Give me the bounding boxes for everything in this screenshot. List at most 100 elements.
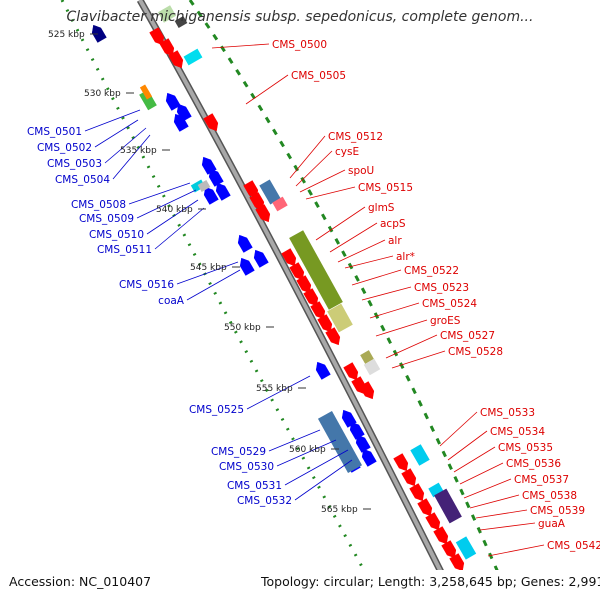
reverse-gene-label[interactable]: CMS_0532 — [237, 495, 292, 507]
forward-label-leader — [385, 334, 438, 359]
feature-block — [139, 84, 153, 100]
kbp-tick-label: 545 kbp — [190, 263, 227, 273]
forward-gene-label[interactable]: CMS_0528 — [448, 346, 503, 358]
reverse-gene-label[interactable]: CMS_0509 — [79, 213, 134, 225]
forward-label-leader — [299, 169, 346, 193]
feature-arrow — [208, 168, 224, 187]
accession-text: Accession: NC_010407 — [9, 574, 151, 589]
forward-gene-label[interactable]: CMS_0500 — [272, 39, 327, 51]
kbp-tick-label: 525 kbp — [48, 30, 85, 40]
forward-gene-label[interactable]: CMS_0505 — [291, 70, 346, 82]
reverse-gene-label[interactable]: CMS_0529 — [211, 446, 266, 458]
reverse-gene-label[interactable]: CMS_0508 — [71, 199, 126, 211]
feature-arrow — [315, 361, 331, 380]
forward-gene-label[interactable]: guaA — [538, 518, 566, 530]
feature-block — [157, 5, 177, 23]
reverse-gene-label[interactable]: CMS_0531 — [227, 480, 282, 492]
forward-label-leader — [211, 43, 270, 49]
forward-gene-label[interactable]: CMS_0539 — [530, 505, 585, 517]
feature-arrow — [215, 182, 231, 201]
feature-block — [455, 536, 477, 560]
forward-label-leader — [375, 319, 428, 337]
reverse-gene-label[interactable]: CMS_0501 — [27, 126, 82, 138]
forward-gene-label[interactable]: groES — [430, 315, 461, 327]
feature-arrow — [325, 327, 341, 346]
forward-gene-label[interactable]: CMS_0542 — [547, 540, 600, 552]
reverse-gene-label[interactable]: CMS_0510 — [89, 229, 144, 241]
feature-block — [363, 358, 381, 376]
forward-label-leader — [475, 509, 528, 519]
forward-label-leader — [351, 269, 402, 286]
reverse-gene-label[interactable]: CMS_0502 — [37, 142, 92, 154]
footer-background — [0, 570, 600, 600]
forward-gene-label[interactable]: CMS_0515 — [358, 182, 413, 194]
reverse-label-leader — [146, 199, 199, 235]
feature-arrow — [425, 512, 441, 531]
forward-label-leader — [463, 478, 512, 499]
feature-arrow — [303, 288, 319, 307]
forward-label-leader — [391, 350, 446, 369]
reverse-gene-label[interactable]: CMS_0516 — [119, 279, 174, 291]
map-title: Clavibacter michiganensis subsp. sepedon… — [67, 9, 534, 25]
forward-gene-label[interactable]: alr* — [396, 251, 415, 263]
forward-gene-label[interactable]: CMS_0536 — [506, 458, 561, 470]
gene-labels[interactable]: CMS_0501CMS_0502CMS_0503CMS_0504CMS_0508… — [27, 39, 600, 552]
reverse-label-leader — [154, 207, 205, 250]
feature-arrow — [433, 526, 449, 545]
feature-block — [197, 180, 211, 192]
feature-block — [139, 89, 157, 111]
forward-gene-label[interactable]: CMS_0523 — [414, 282, 469, 294]
feature-arrow — [149, 27, 165, 46]
reverse-label-leader — [186, 269, 241, 301]
feature-arrow — [310, 301, 326, 320]
feature-arrow — [255, 204, 271, 223]
forward-label-leader — [245, 74, 289, 105]
feature-block — [410, 444, 430, 466]
feature-arrow — [253, 249, 269, 268]
reverse-label-leader — [104, 127, 147, 164]
feature-arrow — [173, 113, 189, 132]
feature-arrow — [349, 421, 365, 440]
reverse-gene-label[interactable]: CMS_0525 — [189, 404, 244, 416]
forward-gene-label[interactable]: alr — [388, 235, 402, 247]
forward-gene-label[interactable]: spoU — [348, 165, 374, 177]
forward-gene-label[interactable]: CMS_0524 — [422, 298, 477, 310]
reverse-gene-label[interactable]: coaA — [158, 295, 185, 307]
reverse-gene-label[interactable]: CMS_0530 — [219, 461, 274, 473]
backbone-core — [138, 0, 457, 600]
reverse-label-leader — [268, 429, 321, 452]
reverse-label-leader — [84, 109, 141, 132]
reverse-label-leader — [294, 459, 353, 501]
forward-gene-label[interactable]: CMS_0522 — [404, 265, 459, 277]
forward-label-leader — [361, 286, 412, 301]
forward-gene-label[interactable]: CMS_0534 — [490, 426, 545, 438]
genome-backbone — [136, 0, 459, 600]
forward-gene-label[interactable]: CMS_0535 — [498, 442, 553, 454]
reverse-gene-label[interactable]: CMS_0511 — [97, 244, 152, 256]
reverse-gene-label[interactable]: CMS_0503 — [47, 158, 102, 170]
feature-arrow — [203, 186, 219, 205]
forward-gene-label[interactable]: CMS_0527 — [440, 330, 495, 342]
forward-gene-label[interactable]: CMS_0512 — [328, 131, 383, 143]
forward-gene-label[interactable]: CMS_0533 — [480, 407, 535, 419]
forward-label-leader — [329, 222, 378, 253]
feature-arrow — [343, 362, 359, 381]
forward-label-leader — [369, 302, 420, 319]
forward-gene-label[interactable]: cysE — [335, 146, 359, 158]
forward-gene-label[interactable]: CMS_0537 — [514, 474, 569, 486]
forward-gene-label[interactable]: CMS_0538 — [522, 490, 577, 502]
feature-arrow — [441, 540, 457, 559]
forward-gene-label[interactable]: glmS — [368, 202, 395, 214]
forward-label-leader — [289, 135, 326, 179]
feature-arrow — [91, 24, 107, 43]
feature-arrow — [449, 553, 465, 572]
forward-label-leader — [439, 411, 478, 447]
topology-text: Topology: circular; Length: 3,258,645 bp… — [260, 574, 600, 589]
kbp-tick-label: 550 kbp — [224, 323, 261, 333]
reverse-label-leader — [246, 375, 311, 410]
reverse-gene-label[interactable]: CMS_0504 — [55, 174, 110, 186]
forward-gene-label[interactable]: acpS — [380, 218, 406, 230]
feature-block — [428, 482, 444, 498]
feature-arrow — [203, 113, 219, 132]
